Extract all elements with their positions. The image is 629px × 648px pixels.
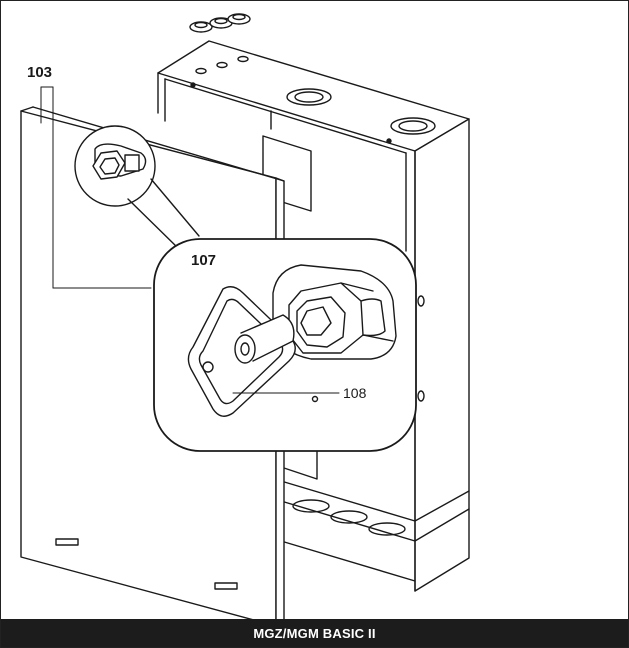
label-103: 103: [27, 64, 52, 81]
enclosure-box: [157, 40, 470, 592]
leader-103: [40, 86, 152, 289]
label-107: 107: [191, 252, 216, 269]
footer-title: MGZ/MGM BASIC II: [253, 625, 376, 641]
technical-drawing: 103 107 108: [20, 13, 470, 619]
triangle-key-icon: [187, 286, 296, 417]
cam-lock-detail-icon: [272, 264, 397, 360]
footer-title-bar: MGZ/MGM BASIC II: [1, 619, 628, 647]
cam-lock-icon: [74, 125, 156, 207]
label-108: 108: [343, 385, 367, 401]
detail-callout-107: [153, 238, 417, 452]
cable-glands: [189, 13, 251, 33]
